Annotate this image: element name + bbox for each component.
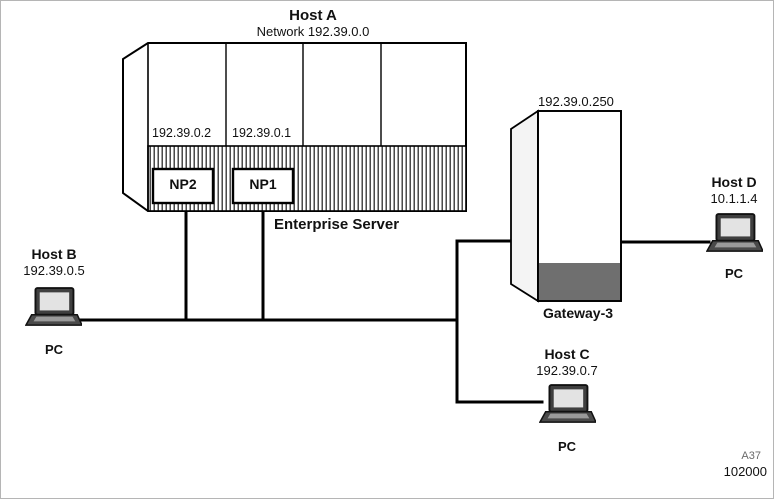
- host-c-type: PC: [557, 439, 577, 454]
- np2-ip: 192.39.0.2: [152, 126, 212, 140]
- host-c-laptop-icon: [539, 384, 596, 424]
- network-links: [78, 209, 711, 404]
- np2-box: [151, 167, 215, 205]
- host-b-type: PC: [44, 342, 64, 357]
- np2-label: NP2: [169, 176, 197, 192]
- host-a-box: [122, 42, 467, 212]
- host-d-ip: 10.1.1.4: [710, 191, 758, 206]
- host-b-laptop-icon: [25, 287, 82, 327]
- host-b-title: Host B: [31, 246, 77, 262]
- host-a-network: Network 192.39.0.0: [256, 24, 370, 39]
- host-b-ip: 192.39.0.5: [23, 263, 85, 278]
- gateway-ip: 192.39.0.250: [538, 94, 614, 109]
- np1-box: [231, 167, 295, 205]
- figure-ref: A37: [741, 450, 761, 462]
- host-a-title: Host A: [289, 7, 337, 24]
- host-c-ip: 192.39.0.7: [536, 363, 598, 378]
- host-d-title: Host D: [711, 174, 757, 190]
- gateway-label: Gateway-3: [542, 305, 614, 321]
- host-c-title: Host C: [544, 346, 590, 362]
- gateway-dark-band: [539, 263, 620, 300]
- host-d-laptop-icon: [706, 213, 763, 253]
- enterprise-server-caption: Enterprise Server: [274, 216, 400, 233]
- gateway-box: [510, 109, 622, 303]
- np1-ip: 192.39.0.1: [232, 126, 292, 140]
- host-d-type: PC: [724, 266, 744, 281]
- np1-label: NP1: [249, 176, 277, 192]
- figure-code: 102000: [723, 464, 767, 479]
